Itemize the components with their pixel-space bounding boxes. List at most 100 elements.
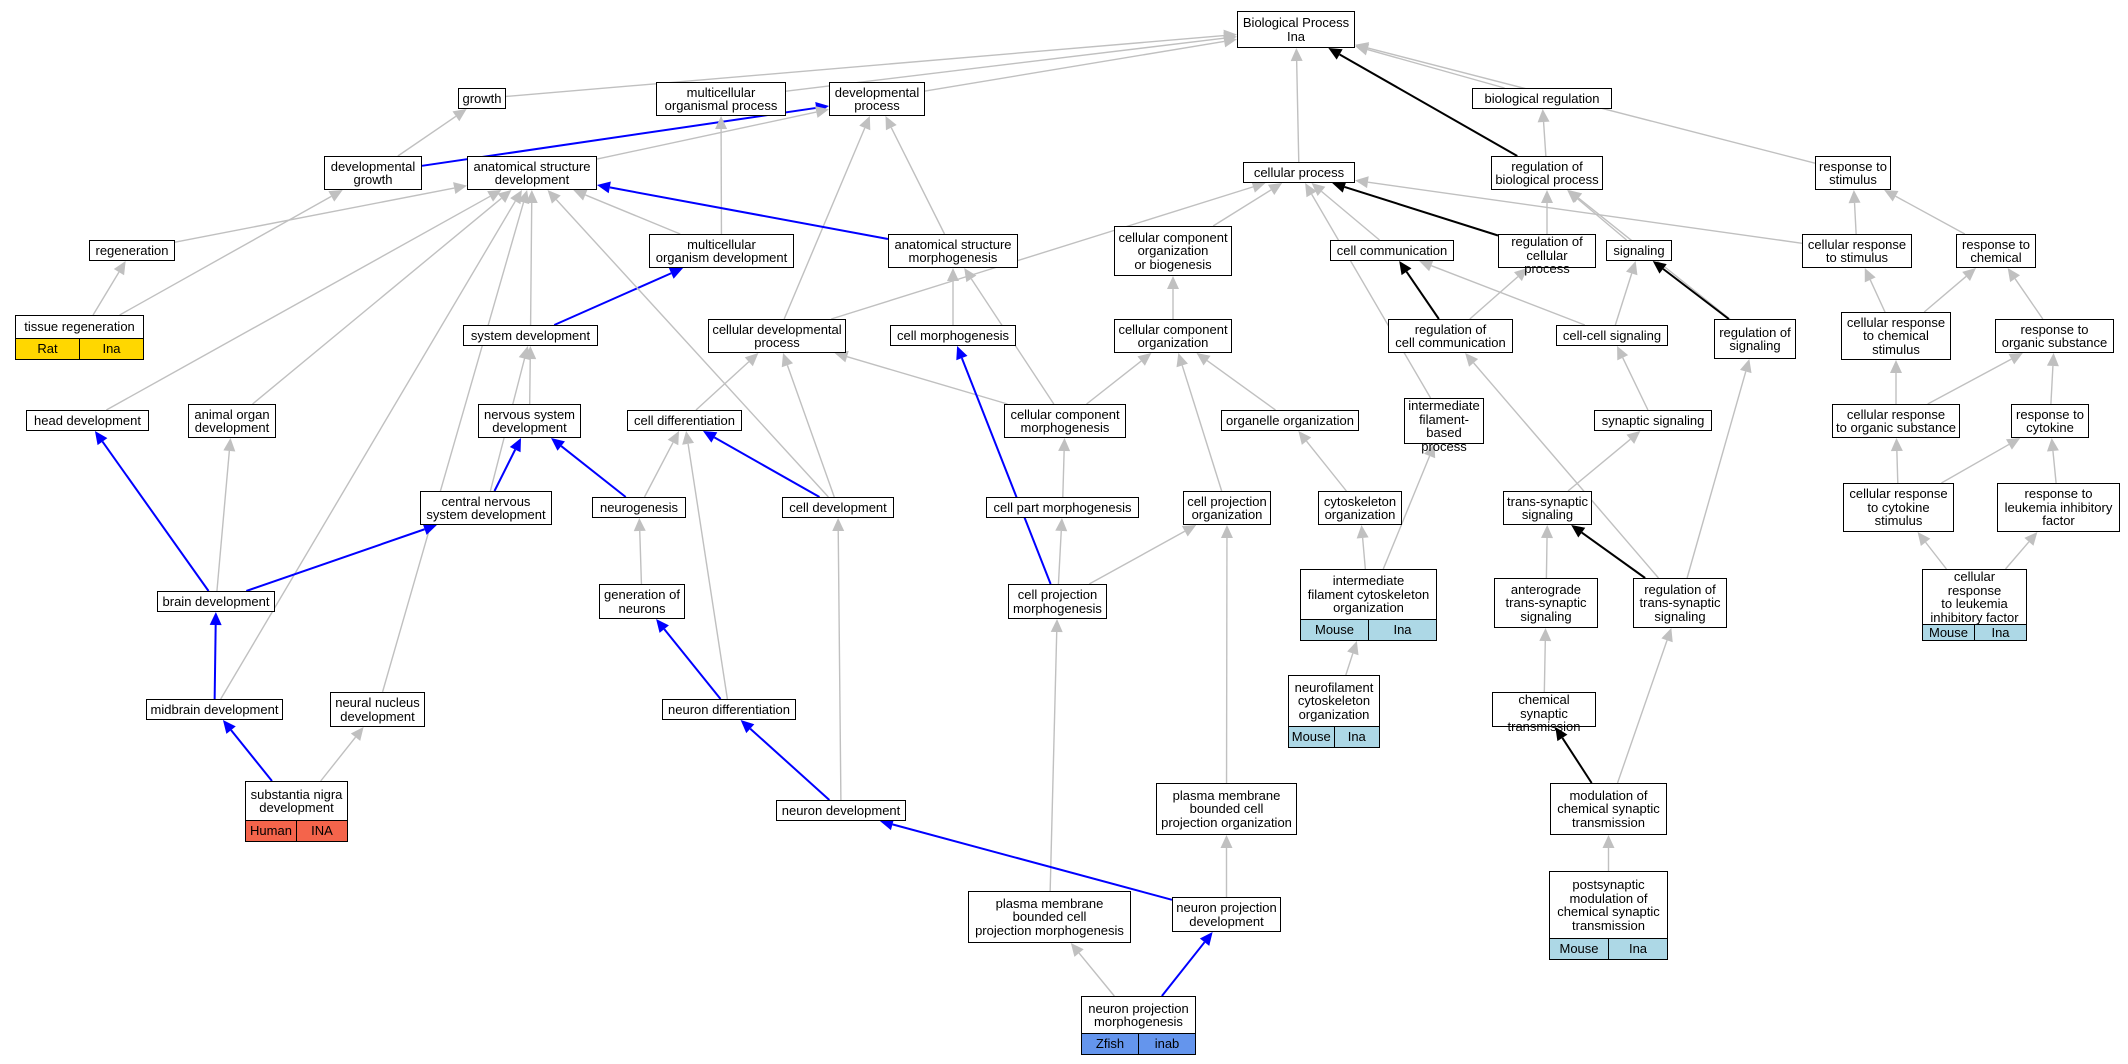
node-rtck[interactable]: response to cytokine [2011,404,2089,438]
node-cco[interactable]: cellular component organization [1114,319,1232,353]
node-label: developmental process [834,84,920,113]
node-pmbcpo[interactable]: plasma membrane bounded cell projection … [1156,783,1297,835]
node-nsd[interactable]: nervous system development [478,404,581,438]
node-label: cell-cell signaling [1562,327,1662,343]
node-cpo[interactable]: cell projection organization [1183,491,1271,525]
edge-arrowhead [1167,276,1179,289]
node-ccob[interactable]: cellular component organization or bioge… [1114,226,1232,276]
edge-crlif-to-rtlif [2004,541,2030,570]
node-crcs[interactable]: cellular response to chemical stimulus [1841,312,1951,360]
node-mop[interactable]: multicellular organismal process [656,82,786,116]
node-sig[interactable]: signaling [1606,240,1672,261]
edge-nd-to-cdev [837,530,842,801]
species-name: Zfish [1095,1036,1125,1052]
node-regen[interactable]: regeneration [89,240,175,261]
node-synsig[interactable]: synaptic signaling [1594,410,1712,431]
node-oo[interactable]: organelle organization [1221,410,1359,431]
edge-crs-to-cp [1367,181,1803,244]
node-neurog[interactable]: neurogenesis [592,497,686,518]
node-ifbp[interactable]: intermediate filament-based process [1404,398,1484,453]
node-aod[interactable]: animal organ development [188,404,276,438]
node-nd[interactable]: neuron development [776,800,906,821]
node-label: Biological Process Ina [1242,15,1350,44]
node-devg[interactable]: developmental growth [324,156,422,190]
node-label: brain development [162,593,270,609]
node-cros[interactable]: cellular response to organic substance [1832,404,1960,438]
node-braind[interactable]: brain development [157,591,275,612]
node-label: response to organic substance [2001,321,2108,350]
node-asd[interactable]: anatomical structure development [467,156,597,190]
node-midd[interactable]: midbrain development [146,699,283,720]
edge-arrowhead [1298,431,1312,445]
node-sysd[interactable]: system development [463,325,598,346]
node-mcst[interactable]: modulation of chemical synaptic transmis… [1550,783,1667,835]
node-cdev[interactable]: cell development [782,497,894,518]
node-cdiff[interactable]: cell differentiation [627,410,742,431]
node-ifco[interactable]: intermediate filament cytoskeleton organ… [1300,569,1437,641]
node-cpm[interactable]: cell part morphogenesis [986,497,1139,518]
node-rsig[interactable]: regulation of signaling [1714,319,1796,359]
node-cst[interactable]: chemical synaptic transmission [1492,692,1596,733]
node-crcks[interactable]: cellular response to cytokine stimulus [1843,483,1954,532]
node-cp[interactable]: cellular process [1243,162,1355,183]
node-rtss[interactable]: regulation of trans-synaptic signaling [1633,578,1727,628]
node-ros[interactable]: response to organic substance [1995,319,2114,353]
node-rcp[interactable]: regulation of cellular process [1498,234,1596,275]
edge-arrowhead [1196,353,1211,366]
node-asm[interactable]: anatomical structure morphogenesis [888,234,1018,268]
node-ndiff[interactable]: neuron differentiation [662,699,796,720]
edge-headd-to-asd [106,195,491,411]
node-crlif[interactable]: cellular response to leukemia inhibitory… [1922,569,2027,641]
node-rtlif[interactable]: response to leukemia inhibitory factor [1997,483,2120,532]
node-rts[interactable]: response to stimulus [1815,156,1891,190]
node-breg[interactable]: biological regulation [1472,88,1612,109]
edge-snd-to-midd [230,729,273,782]
node-cyto[interactable]: cytoskeleton organization [1318,491,1402,525]
node-ccomm[interactable]: cell communication [1330,240,1454,261]
node-ccs[interactable]: cell-cell signaling [1556,325,1668,346]
node-rtc[interactable]: response to chemical [1956,234,2036,268]
edge-midd-to-braind [213,624,217,700]
edge-rbp-to-breg [1542,121,1547,157]
edge-nsd-to-sysd [528,358,531,405]
node-mod[interactable]: multicellular organism development [649,234,794,268]
node-nnd[interactable]: neural nucleus development [330,692,425,727]
edge-cpmorph-to-cpo [1088,530,1186,585]
node-headd[interactable]: head development [26,410,149,431]
node-label: regeneration [95,242,169,258]
edge-arrowhead [510,190,522,205]
node-label: response to leukemia inhibitory factor [2004,486,2113,529]
edge-ccm-to-cdp [846,356,1008,405]
edge-arrowhead [1176,353,1188,368]
node-pmbcpm[interactable]: plasma membrane bounded cell projection … [968,891,1131,943]
node-rcc[interactable]: regulation of cell communication [1388,319,1513,353]
edge-cpm-to-ccm [1062,450,1065,498]
node-bp[interactable]: Biological Process Ina [1237,11,1355,48]
node-cpmorph[interactable]: cell projection morphogenesis [1008,584,1107,619]
node-devp[interactable]: developmental process [829,82,925,116]
node-crs[interactable]: cellular response to stimulus [1802,234,1912,268]
node-cnsd[interactable]: central nervous system development [420,491,552,525]
edge-arrowhead [487,190,502,202]
node-ccm[interactable]: cellular component morphogenesis [1004,404,1126,438]
node-cdp[interactable]: cellular developmental process [708,319,846,353]
edge-arrowhead [1058,438,1071,452]
node-pmcst[interactable]: postsynaptic modulation of chemical syna… [1549,871,1668,960]
edge-arrowhead [1917,532,1931,546]
edge-sig-to-rbp [1576,197,1627,241]
edge-regen-to-asd [174,187,455,243]
node-cmorph[interactable]: cell morphogenesis [890,325,1016,346]
node-gon[interactable]: generation of neurons [599,584,685,619]
node-npd[interactable]: neuron projection development [1172,897,1281,932]
node-rbp[interactable]: regulation of biological process [1491,156,1603,190]
node-atss[interactable]: anterograde trans-synaptic signaling [1494,578,1598,628]
node-tss[interactable]: trans-synaptic signaling [1503,491,1592,525]
node-growth[interactable]: growth [458,88,506,109]
edge-arrowhead [2005,438,2021,450]
